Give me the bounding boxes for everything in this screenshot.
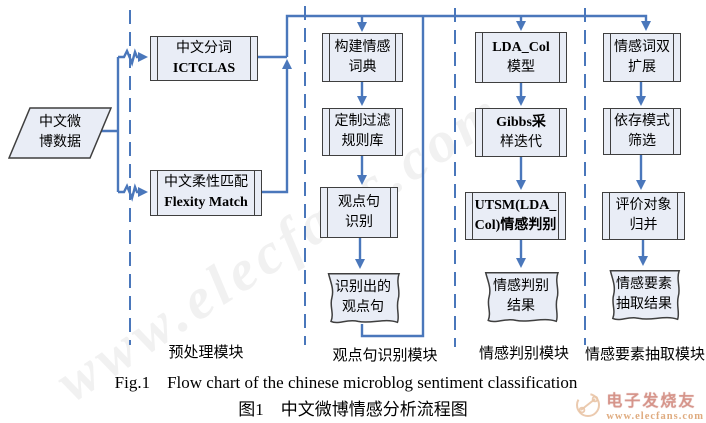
node-label-line: 观点句 bbox=[338, 194, 380, 210]
module-label-preprocess: 预处理模块 bbox=[168, 345, 244, 361]
module-label-extraction: 情感要素抽取模块 bbox=[584, 347, 705, 363]
document-shape bbox=[322, 271, 404, 325]
node-label-line: 归并 bbox=[629, 218, 658, 233]
node-lda-model: LDA_Col 模型 bbox=[475, 32, 567, 83]
node-input-data: 中文微 博数据 bbox=[8, 107, 112, 159]
node-label-line: 观点句 bbox=[342, 300, 384, 315]
arrow-to-flexity bbox=[118, 183, 148, 202]
node-label-line: 筛选 bbox=[628, 133, 656, 149]
node-label-line: Gibbs采 bbox=[496, 114, 546, 130]
document-shape bbox=[479, 270, 563, 324]
node-flexity-match: 中文柔性匹配 Flexity Match bbox=[150, 170, 262, 216]
node-label-line: 中文柔性匹配 bbox=[164, 175, 248, 191]
node-senti-result: 情感判别 结果 bbox=[479, 270, 563, 324]
node-label-line: 词典 bbox=[348, 59, 377, 75]
node-label-line: 博数据 bbox=[39, 135, 81, 150]
node-gibbs: Gibbs采 样迭代 bbox=[475, 108, 567, 157]
figure-caption-chinese: 图1 中文微博情感分析流程图 bbox=[238, 400, 468, 419]
parallelogram-shape bbox=[8, 107, 112, 159]
elecfans-circuit-icon bbox=[576, 392, 601, 417]
node-obj-merge: 评价对象 归并 bbox=[602, 192, 685, 240]
node-dep-filter: 依存模式 筛选 bbox=[603, 108, 681, 155]
node-label-line: 情感词双 bbox=[614, 39, 670, 55]
node-label-line: 抽取结果 bbox=[616, 297, 672, 312]
line-opinion-feedback bbox=[360, 17, 425, 338]
node-label-line: 中文微 bbox=[39, 115, 81, 131]
node-label-line: 模型 bbox=[507, 59, 535, 75]
arrow-to-ictclas bbox=[118, 48, 148, 67]
node-filter-rules: 定制过滤 规则库 bbox=[322, 108, 403, 156]
node-label-line: ICTCLAS bbox=[172, 60, 236, 76]
node-label-line: UTSM(LDA_ bbox=[474, 198, 557, 214]
node-label-line: LDA_Col bbox=[492, 39, 550, 55]
module-label-opinion: 观点句识别模块 bbox=[332, 348, 438, 364]
node-label-line: 依存模式 bbox=[614, 113, 670, 129]
node-label-line: Col)情感判别 bbox=[474, 218, 557, 233]
node-label-line: 中文分词 bbox=[176, 40, 232, 56]
node-label-line: 结果 bbox=[507, 299, 535, 314]
arrow-bus-to-word-expand bbox=[285, 14, 651, 57]
elecfans-logo-site: www.elecfans.com bbox=[606, 411, 704, 422]
elecfans-logo: 电子发烧友 www.elecfans.com bbox=[574, 387, 704, 422]
document-shape bbox=[604, 268, 684, 322]
module-label-sentiment: 情感判别模块 bbox=[478, 346, 569, 362]
figure-caption-english: Fig.1 Flow chart of the chinese microblo… bbox=[114, 373, 578, 392]
node-label-line: 构建情感 bbox=[334, 39, 391, 55]
node-extract-result: 情感要素 抽取结果 bbox=[604, 268, 684, 322]
node-word-expand: 情感词双 扩展 bbox=[603, 33, 681, 82]
node-utsm: UTSM(LDA_ Col)情感判别 bbox=[465, 192, 566, 240]
node-ictclas: 中文分词 ICTCLAS bbox=[150, 36, 258, 81]
node-label-line: 规则库 bbox=[341, 134, 384, 149]
node-label-line: 评价对象 bbox=[615, 198, 672, 214]
node-label-line: 识别出的 bbox=[335, 280, 391, 296]
node-build-dict: 构建情感 词典 bbox=[322, 33, 403, 82]
elecfans-logo-name: 电子发烧友 bbox=[606, 393, 697, 410]
node-label-line: 扩展 bbox=[628, 59, 656, 75]
node-label-line: Flexity Match bbox=[164, 195, 248, 210]
node-label-line: 情感判别 bbox=[493, 279, 549, 295]
node-label-line: 识别 bbox=[345, 214, 373, 230]
arrow-flexity-merge bbox=[262, 59, 292, 194]
node-opinion-doc: 识别出的 观点句 bbox=[322, 271, 404, 325]
node-opinion-detect: 观点句 识别 bbox=[320, 187, 398, 238]
node-label-line: 样迭代 bbox=[500, 134, 542, 150]
node-label-line: 定制过滤 bbox=[334, 114, 391, 130]
node-label-line: 情感要素 bbox=[616, 277, 672, 293]
